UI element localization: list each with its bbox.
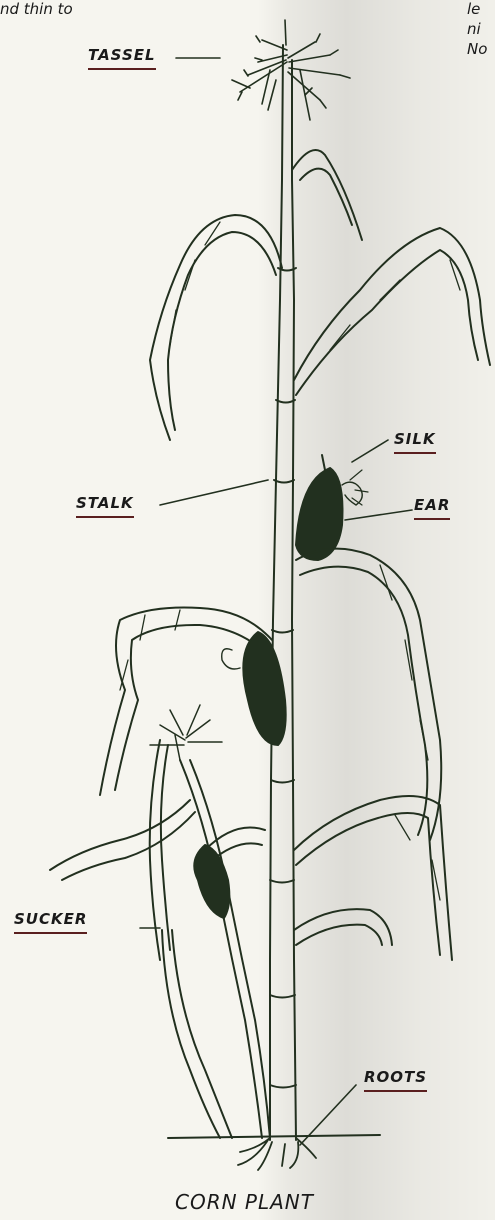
upper-leaf-small [292,150,362,240]
lower-right-leaf [294,796,452,960]
right-upper-leaf [294,228,490,395]
lower-ear [222,632,286,745]
label-stalk: STALK [76,494,134,518]
diagram-caption: CORN PLANT [175,1190,314,1214]
roots [238,1138,316,1170]
label-roots: ROOTS [364,1068,427,1092]
left-mid-leaf [100,608,272,796]
label-sucker: SUCKER [14,910,87,934]
top-right-text-fragment-2: ni [467,20,481,38]
silk-leader [352,440,388,462]
ear-leader [345,510,412,520]
ground-line [168,1135,380,1138]
lower-right-small-leaf [294,909,392,945]
label-tassel: TASSEL [88,46,156,70]
label-ear: EAR [414,496,450,520]
label-silk: SILK [394,430,436,454]
main-ear [296,455,368,560]
main-stalk [270,45,296,1140]
top-right-text-fragment-3: No [467,40,487,58]
leader-lines [140,58,412,1145]
stalk-leader [160,480,268,505]
top-left-text-fragment: nd thin to [0,0,73,18]
top-right-text-fragment-1: le [467,0,480,18]
left-upper-leaf [150,215,282,440]
